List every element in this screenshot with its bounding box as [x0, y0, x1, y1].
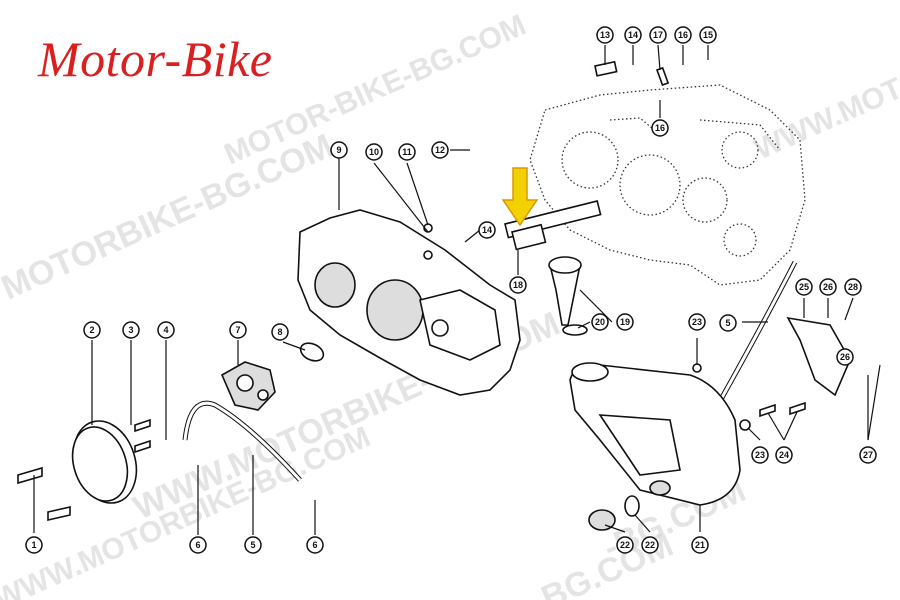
svg-text:5: 5: [250, 540, 255, 550]
svg-text:14: 14: [628, 30, 638, 40]
callout-22: 22: [641, 536, 659, 554]
callout-5: 5: [244, 536, 262, 554]
svg-text:20: 20: [595, 317, 605, 327]
watermark-text: MOTORBIKE-BG.COM: [0, 127, 339, 307]
callout-25: 25: [795, 278, 813, 296]
callout-23: 23: [751, 446, 769, 464]
oil-filler-cap: [548, 256, 588, 336]
svg-text:17: 17: [653, 30, 663, 40]
svg-text:18: 18: [513, 280, 523, 290]
svg-text:16: 16: [655, 123, 665, 133]
callout-bubbles: 1 2 3 4 5 5 6 6 7 8 9 10 11 12 13 14 14 …: [25, 26, 877, 554]
svg-text:7: 7: [235, 325, 240, 335]
svg-text:26: 26: [823, 282, 833, 292]
svg-text:10: 10: [369, 147, 379, 157]
callout-19: 19: [616, 313, 634, 331]
crankcase-outline: [529, 84, 806, 286]
callout-6: 6: [189, 536, 207, 554]
svg-text:24: 24: [779, 450, 789, 460]
svg-text:16: 16: [678, 30, 688, 40]
callout-22: 22: [616, 536, 634, 554]
svg-text:21: 21: [695, 540, 705, 550]
callout-26: 26: [836, 348, 854, 366]
cover-plate: [71, 420, 138, 504]
svg-text:6: 6: [312, 540, 317, 550]
brand-title: Motor-Bike: [38, 31, 273, 87]
svg-text:23: 23: [755, 450, 765, 460]
oil-tank: [569, 362, 741, 506]
callout-4: 4: [157, 321, 175, 339]
seal-rings: [588, 495, 640, 531]
callout-18: 18: [509, 276, 527, 294]
callout-15: 15: [699, 26, 717, 44]
callout-12: 12: [431, 141, 449, 159]
callout-1: 1: [25, 536, 43, 554]
svg-text:19: 19: [620, 317, 630, 327]
callout-8: 8: [271, 323, 289, 341]
callout-14: 14: [624, 26, 642, 44]
svg-text:23: 23: [692, 317, 702, 327]
callout-9: 9: [330, 141, 348, 159]
svg-text:11: 11: [402, 147, 412, 157]
callout-23: 23: [688, 313, 706, 331]
indicator-arrow: [501, 167, 539, 227]
oil-pump: [220, 361, 276, 411]
gasket: [299, 342, 325, 362]
callout-5: 5: [719, 314, 737, 332]
svg-text:28: 28: [848, 282, 858, 292]
svg-text:25: 25: [799, 282, 809, 292]
callout-11: 11: [398, 143, 416, 161]
callout-17: 17: [649, 26, 667, 44]
clutch-cover: [297, 209, 521, 396]
svg-text:12: 12: [435, 145, 445, 155]
svg-text:6: 6: [195, 540, 200, 550]
svg-text:8: 8: [277, 327, 282, 337]
callout-13: 13: [596, 26, 614, 44]
callout-28: 28: [844, 278, 862, 296]
drive-shaft: [504, 200, 602, 251]
callout-16: 16: [651, 119, 669, 137]
svg-text:13: 13: [600, 30, 610, 40]
svg-text:9: 9: [336, 145, 341, 155]
svg-text:2: 2: [89, 325, 94, 335]
callout-16: 16: [674, 26, 692, 44]
mounting-bracket: [786, 316, 851, 397]
watermark-text: WWW.MOTORBIKE-BG.COM: [749, 0, 900, 166]
svg-text:4: 4: [163, 325, 168, 335]
callout-7: 7: [229, 321, 247, 339]
callout-10: 10: [365, 143, 383, 161]
callout-2: 2: [83, 321, 101, 339]
callout-20: 20: [591, 313, 609, 331]
callout-21: 21: [691, 536, 709, 554]
callout-6: 6: [306, 536, 324, 554]
svg-text:3: 3: [128, 325, 133, 335]
svg-text:5: 5: [725, 318, 730, 328]
leader-lines: [33, 44, 881, 535]
callout-3: 3: [122, 321, 140, 339]
callout-26: 26: [819, 278, 837, 296]
svg-text:1: 1: [31, 540, 36, 550]
svg-text:27: 27: [863, 450, 873, 460]
screws: [17, 60, 806, 522]
callout-27: 27: [859, 446, 877, 464]
callout-14: 14: [478, 221, 496, 239]
svg-text:22: 22: [620, 540, 630, 550]
svg-text:15: 15: [703, 30, 713, 40]
callout-24: 24: [775, 446, 793, 464]
svg-text:26: 26: [840, 352, 850, 362]
svg-text:14: 14: [482, 225, 492, 235]
svg-text:22: 22: [645, 540, 655, 550]
